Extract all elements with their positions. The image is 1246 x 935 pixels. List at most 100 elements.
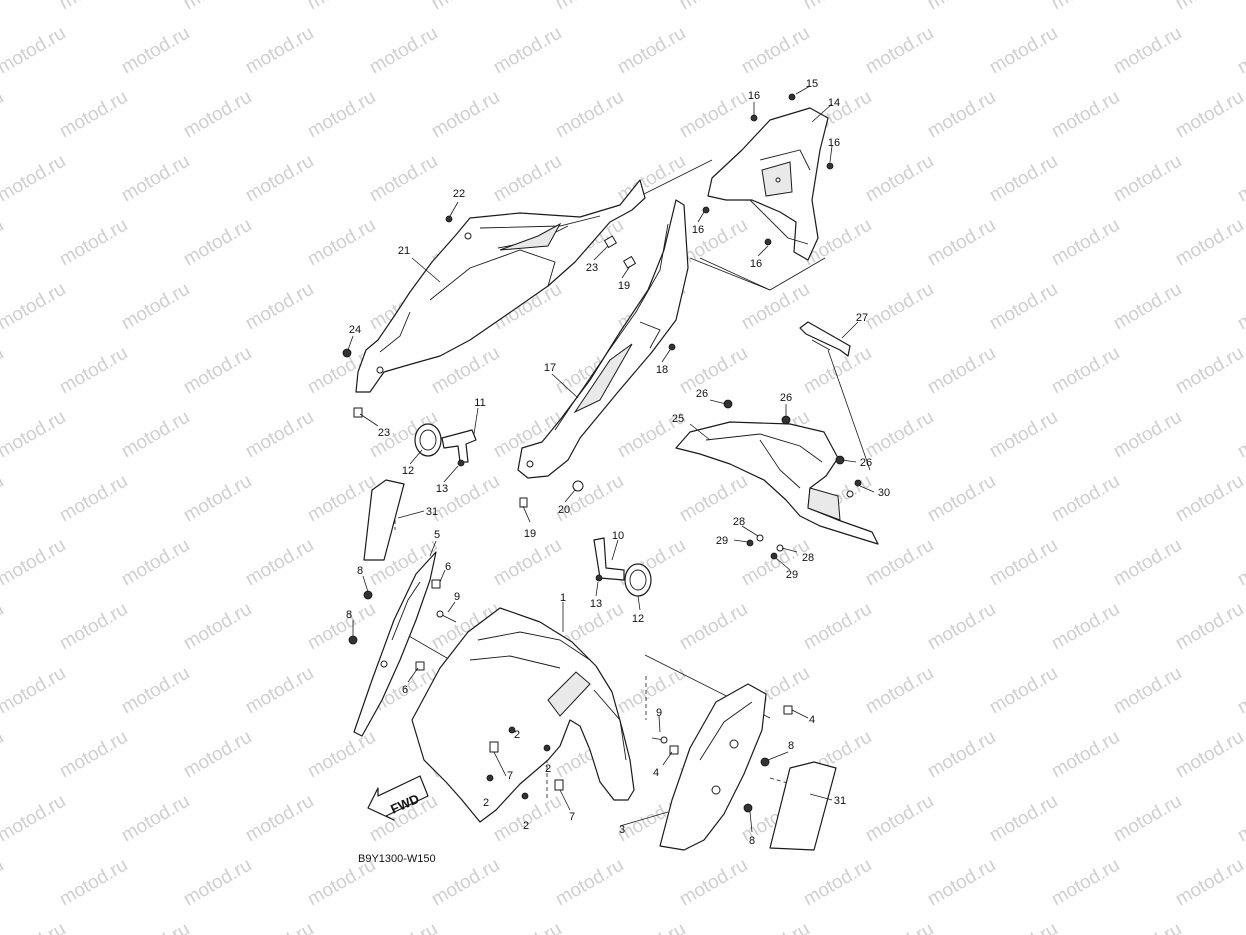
callout-1: 1 [560,592,566,604]
watermark-text: motod.ru [676,855,751,911]
callout-27: 27 [856,312,868,324]
watermark-text: motod.ru [1234,407,1246,463]
watermark-text: motod.ru [428,471,503,527]
watermark-text: motod.ru [56,215,131,271]
watermark-text: motod.ru [118,279,193,335]
callout-12: 12 [632,613,644,625]
watermark-text: motod.ru [118,663,193,719]
watermark-text: motod.ru [1172,855,1246,911]
watermark-text: motod.ru [924,215,999,271]
callout-19: 19 [524,528,536,540]
watermark-text: motod.ru [180,87,255,143]
watermark-text: motod.ru [1110,151,1185,207]
watermark-text: motod.ru [490,23,565,79]
watermark-text: motod.ru [552,855,627,911]
callout-15: 15 [806,78,818,90]
watermark-text: motod.ru [242,663,317,719]
watermark-text: motod.ru [1172,727,1246,783]
watermark-text: motod.ru [1234,151,1246,207]
watermark-text: motod.ru [738,919,813,935]
watermark-text: motod.ru [56,87,131,143]
callout-8: 8 [749,835,755,847]
callout-13: 13 [436,483,448,495]
watermark-text: motod.ru [0,471,7,527]
watermark-text: motod.ru [56,343,131,399]
cap-disc-12-lower [624,563,652,597]
watermark-text: motod.ru [1234,919,1246,935]
watermark-text: motod.ru [304,471,379,527]
watermark-text: motod.ru [800,855,875,911]
callout-22: 22 [453,188,465,200]
callout-31: 31 [426,506,438,518]
watermark-text: motod.ru [800,0,875,14]
cap-disc-12-upper [414,423,442,457]
watermark-text: motod.ru [800,599,875,655]
watermark-text: motod.ru [180,855,255,911]
callout-2: 2 [523,820,529,832]
watermark-text: motod.ru [242,407,317,463]
watermark-text: motod.ru [614,23,689,79]
callout-5: 5 [434,529,440,541]
watermark-text: motod.ru [924,727,999,783]
watermark-text: motod.ru [986,535,1061,591]
watermark-text: motod.ru [490,151,565,207]
watermark-text: motod.ru [862,919,937,935]
callout-16: 16 [692,224,704,236]
callout-28: 28 [802,552,814,564]
callout-26: 26 [860,457,872,469]
side-plate-left [353,551,437,737]
callout-11: 11 [474,397,485,409]
watermark-text: motod.ru [552,87,627,143]
watermark-text: motod.ru [1234,791,1246,847]
watermark-text: motod.ru [1110,663,1185,719]
watermark-text: motod.ru [676,599,751,655]
watermark-text: motod.ru [0,87,7,143]
watermark-text: motod.ru [862,23,937,79]
watermark-text: motod.ru [242,535,317,591]
watermark-text: motod.ru [986,151,1061,207]
callout-24: 24 [349,324,361,336]
watermark-text: motod.ru [1172,471,1246,527]
callout-20: 20 [558,504,570,516]
watermark-text: motod.ru [118,535,193,591]
watermark-text: motod.ru [0,727,7,783]
watermark-text: motod.ru [924,599,999,655]
watermark-text: motod.ru [862,791,937,847]
fwd-arrow: FWD [367,775,429,821]
watermark-text: motod.ru [986,407,1061,463]
watermark-text: motod.ru [0,0,7,14]
watermark-text: motod.ru [862,279,937,335]
watermark-text: motod.ru [1110,791,1185,847]
callout-8: 8 [357,565,363,577]
callout-7: 7 [507,770,513,782]
watermark-text: motod.ru [118,791,193,847]
callout-10: 10 [612,530,624,542]
watermark-text: motod.ru [1172,599,1246,655]
watermark-text: motod.ru [1110,407,1185,463]
rear-fender [675,421,879,545]
watermark-text: motod.ru [1234,663,1246,719]
watermark-text: motod.ru [242,23,317,79]
watermark-text: motod.ru [924,343,999,399]
watermark-text: motod.ru [0,599,7,655]
watermark-text: motod.ru [1048,87,1123,143]
callout-2: 2 [483,797,489,809]
callout-16: 16 [828,137,840,149]
front-fender [411,607,635,823]
watermark-text: motod.ru [986,919,1061,935]
callout-12: 12 [402,465,414,477]
watermark-text: motod.ru [738,23,813,79]
watermark-text: motod.ru [490,919,565,935]
watermark-text: motod.ru [1048,471,1123,527]
side-plate-right [659,683,767,851]
watermark-text: motod.ru [428,87,503,143]
callout-26: 26 [780,392,792,404]
callout-29: 29 [716,535,728,547]
watermark-text: motod.ru [0,279,69,335]
watermark-text: motod.ru [552,0,627,14]
watermark-text: motod.ru [56,727,131,783]
watermark-text: motod.ru [862,663,937,719]
watermark-text: motod.ru [1110,919,1185,935]
callout-6: 6 [445,561,451,573]
watermark-text: motod.ru [924,855,999,911]
